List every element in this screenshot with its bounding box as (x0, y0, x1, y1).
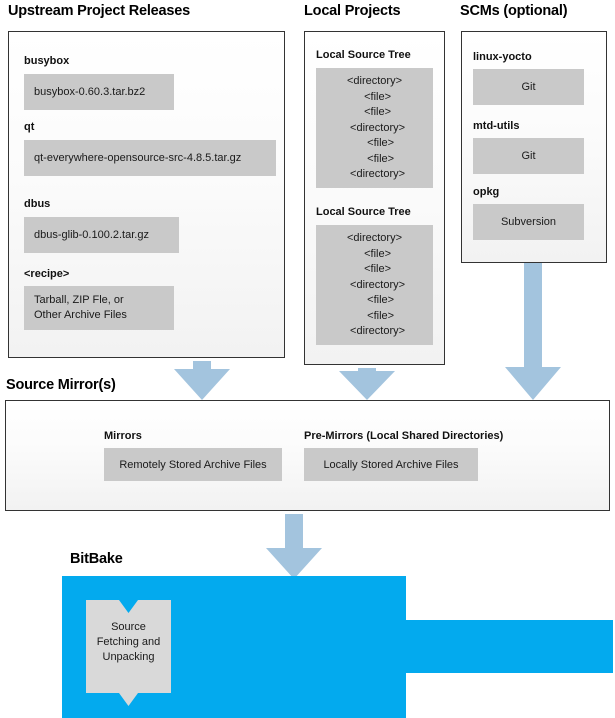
tree-row: <file> (357, 106, 392, 118)
local-tree-chip-2: <directory> <file> <file> <directory> <f… (316, 225, 433, 345)
tree-row: <file> (354, 152, 395, 165)
arrow-scms-to-mirrors (505, 263, 561, 400)
upstream-entry-value-qt: qt-everywhere-opensource-src-4.8.5.tar.g… (24, 140, 276, 176)
tree-row: <directory> (343, 325, 406, 337)
heading-source-mirrors: Source Mirror(s) (6, 377, 116, 393)
heading-scms: SCMs (optional) (460, 3, 568, 19)
upstream-entry-label-recipe: <recipe> (24, 268, 70, 280)
tree-row: <file> (357, 247, 392, 260)
tree-row: <file> (354, 137, 395, 149)
scm-entry-label-opkg: opkg (473, 186, 500, 198)
local-tree-label-2: Local Source Tree (316, 206, 411, 218)
heading-bitbake: BitBake (70, 551, 123, 567)
upstream-recipe-line-2: Other Archive Files (34, 309, 127, 321)
scm-entry-label-mtd-utils: mtd-utils (473, 120, 520, 132)
pre-mirrors-group-value: Locally Stored Archive Files (304, 448, 478, 481)
tree-row: <directory> (343, 121, 406, 134)
arrow-mirrors-to-bitbake (266, 514, 322, 579)
arrow-local-projects-to-mirrors (339, 368, 395, 400)
mirrors-group-value: Remotely Stored Archive Files (104, 448, 282, 481)
scm-entry-label-linux-yocto: linux-yocto (473, 51, 532, 63)
source-fetching-and-unpacking-box (86, 600, 171, 706)
tree-row: <file> (357, 90, 392, 103)
tree-row: <file> (354, 294, 395, 306)
heading-upstream-project-releases: Upstream Project Releases (8, 3, 190, 19)
upstream-recipe-line-1: Tarball, ZIP Fle, or (34, 294, 124, 306)
tree-row: <directory> (343, 168, 406, 180)
arrow-upstream-to-mirrors (174, 361, 230, 400)
tree-row: <directory> (346, 232, 403, 244)
upstream-entry-value-recipe: Tarball, ZIP Fle, or Other Archive Files (24, 286, 174, 330)
bitbake-block (62, 576, 613, 718)
upstream-entry-label-dbus: dbus (24, 198, 51, 210)
upstream-entry-label-busybox: busybox (24, 55, 70, 67)
upstream-entry-value-dbus: dbus-glib-0.100.2.tar.gz (24, 217, 179, 253)
scm-entry-value-opkg: Subversion (473, 204, 584, 240)
upstream-entry-value-busybox: busybox-0.60.3.tar.bz2 (24, 74, 174, 110)
local-tree-label-1: Local Source Tree (316, 49, 411, 61)
local-tree-chip-1: <directory> <file> <file> <directory> <f… (316, 68, 433, 188)
pre-mirrors-group-label: Pre-Mirrors (Local Shared Directories) (304, 430, 504, 442)
upstream-entry-label-qt: qt (24, 121, 35, 133)
tree-row: <directory> (343, 278, 406, 291)
scm-entry-value-mtd-utils: Git (473, 138, 584, 174)
tree-row: <file> (357, 263, 392, 275)
scm-entry-value-linux-yocto: Git (473, 69, 584, 105)
mirrors-group-label: Mirrors (104, 430, 142, 442)
tree-row: <directory> (346, 75, 403, 87)
heading-local-projects: Local Projects (304, 3, 401, 19)
tree-row: <file> (354, 309, 395, 322)
source-fetching-and-unpacking-label: Source Fetching and Unpacking (96, 621, 161, 663)
